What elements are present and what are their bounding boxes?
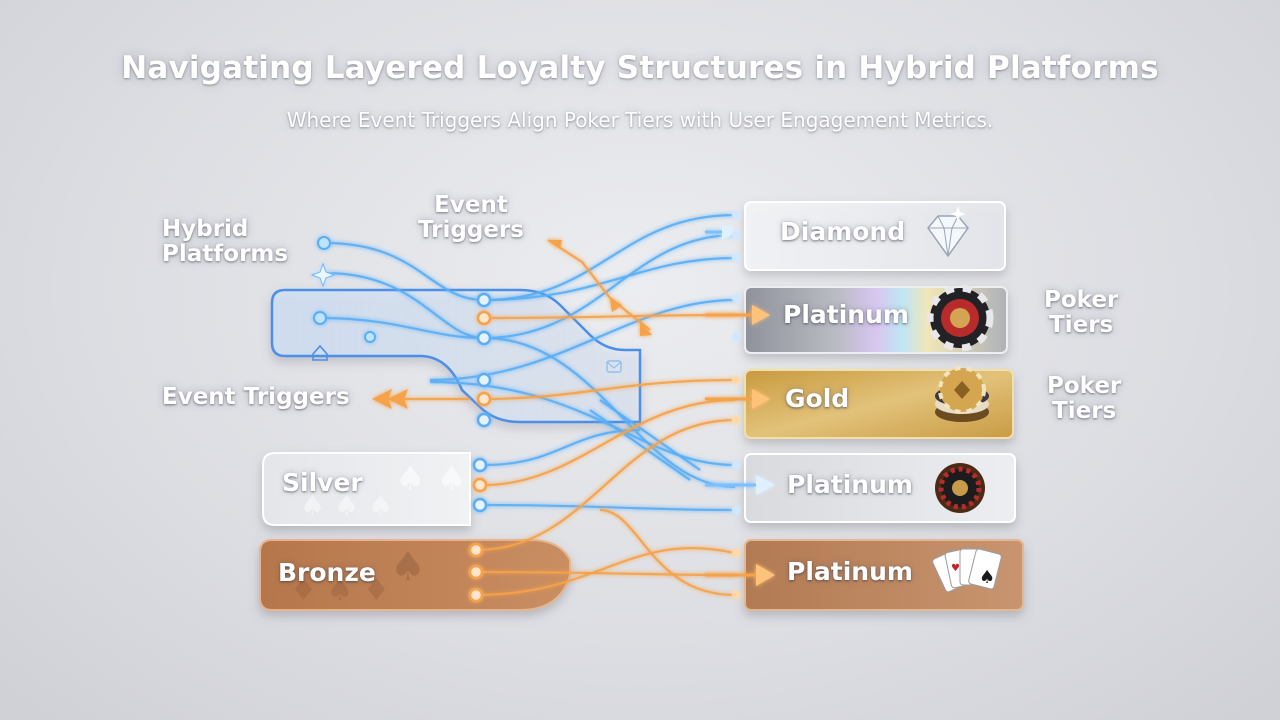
event-triggers-top-label: Event Triggers [418,193,524,243]
poker-tiers-1-line1: Poker [1044,287,1119,313]
svg-text:♠ ♠: ♠ ♠ [395,459,467,499]
playing-cards-icon: ♠ ♥ [932,547,1002,593]
roulette-wheel-icon [935,463,985,513]
sparkle-icon [310,262,336,288]
orange-flow-lines [380,239,736,597]
poker-tiers-label-1: Poker Tiers [1044,288,1118,338]
poker-tiers-2-line1: Poker [1047,373,1122,399]
hybrid-label-line1: Hybrid [162,216,249,242]
tier-label-platinum-1: Platinum [783,300,909,329]
page-title: Navigating Layered Loyalty Structures in… [121,50,1159,86]
tier-label-diamond: Diamond [780,217,906,246]
bronze-source-bar: ♠ ♦ ♠ ♦ [259,539,571,611]
diamond-icon [927,206,969,258]
tier-label-gold: Gold [785,384,850,413]
tier-label-platinum-2: Platinum [787,470,913,499]
bronze-label: Bronze [278,558,376,587]
poker-tiers-2-line2: Tiers [1052,397,1117,424]
envelope-icon [606,360,622,373]
tier-arrows [372,224,775,586]
svg-text:♠ ♠ ♠: ♠ ♠ ♠ [300,489,393,522]
poker-tiers-label-2: Poker Tiers [1047,374,1121,424]
hybrid-label-line2: Platforms [162,240,289,267]
node-dots [313,211,740,603]
home-icon [312,344,328,361]
event-triggers-left-label: Event Triggers [162,384,350,410]
page-subtitle: Where Event Triggers Align Poker Tiers w… [286,108,994,132]
svg-text:♥: ♥ [951,563,960,574]
hybrid-platforms-label: Hybrid Platforms [162,217,288,267]
svg-text:♠: ♠ [390,544,426,590]
gold-chip-icon [935,366,989,422]
event-top-line1: Event [434,192,508,218]
svg-text:♦ ♠ ♦: ♦ ♠ ♦ [290,573,390,608]
event-top-line2: Triggers [418,216,524,243]
poker-tiers-1-line2: Tiers [1049,311,1114,338]
svg-text:♠: ♠ [979,567,995,588]
silver-source-bar: ♠ ♠ ♠ ♠ ♠ [262,452,471,526]
silver-label: Silver [282,468,363,497]
poker-chip-icon [926,284,994,352]
tier-label-platinum-3: Platinum [787,557,913,586]
